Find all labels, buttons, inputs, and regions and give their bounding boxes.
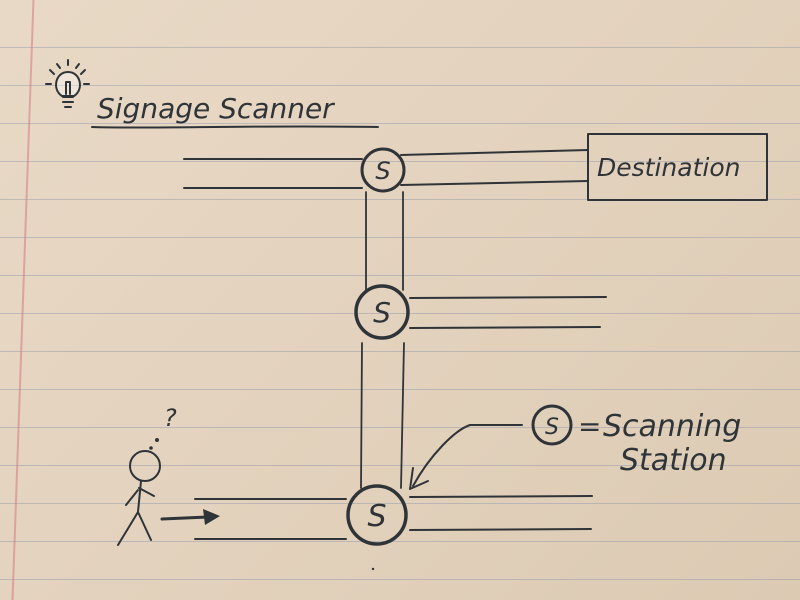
thought-dot (155, 438, 159, 442)
station-symbol: S (375, 157, 390, 185)
vertical-corridor (361, 192, 404, 488)
title: Signage Scanner (97, 92, 335, 125)
legend-equals: = (578, 410, 601, 443)
legend-station-symbol: S (545, 415, 559, 440)
station-symbol: S (373, 296, 391, 329)
pencil-mark (372, 568, 374, 570)
question-mark: ? (164, 404, 177, 432)
legend-line1: Scanning (603, 409, 741, 444)
destination-box: Destination (588, 134, 767, 200)
stick-figure-icon (118, 451, 160, 545)
title-underline (92, 126, 378, 127)
destination-label: Destination (597, 153, 740, 182)
legend: S = Scanning Station (533, 406, 741, 478)
lightbulb-icon (46, 60, 89, 107)
middle-corridor (410, 297, 606, 328)
bottom-corridor (195, 496, 592, 539)
scanning-station-middle: S (356, 286, 408, 338)
station-symbol: S (367, 499, 386, 534)
figure-head (130, 451, 160, 481)
legend-pointer-arrow (410, 425, 522, 489)
legend-line2: Station (620, 443, 727, 478)
arrow-icon (162, 509, 220, 525)
scanning-station-bottom: S (348, 486, 406, 544)
thought-dot (149, 446, 153, 450)
scanning-station-top: S (362, 149, 404, 191)
